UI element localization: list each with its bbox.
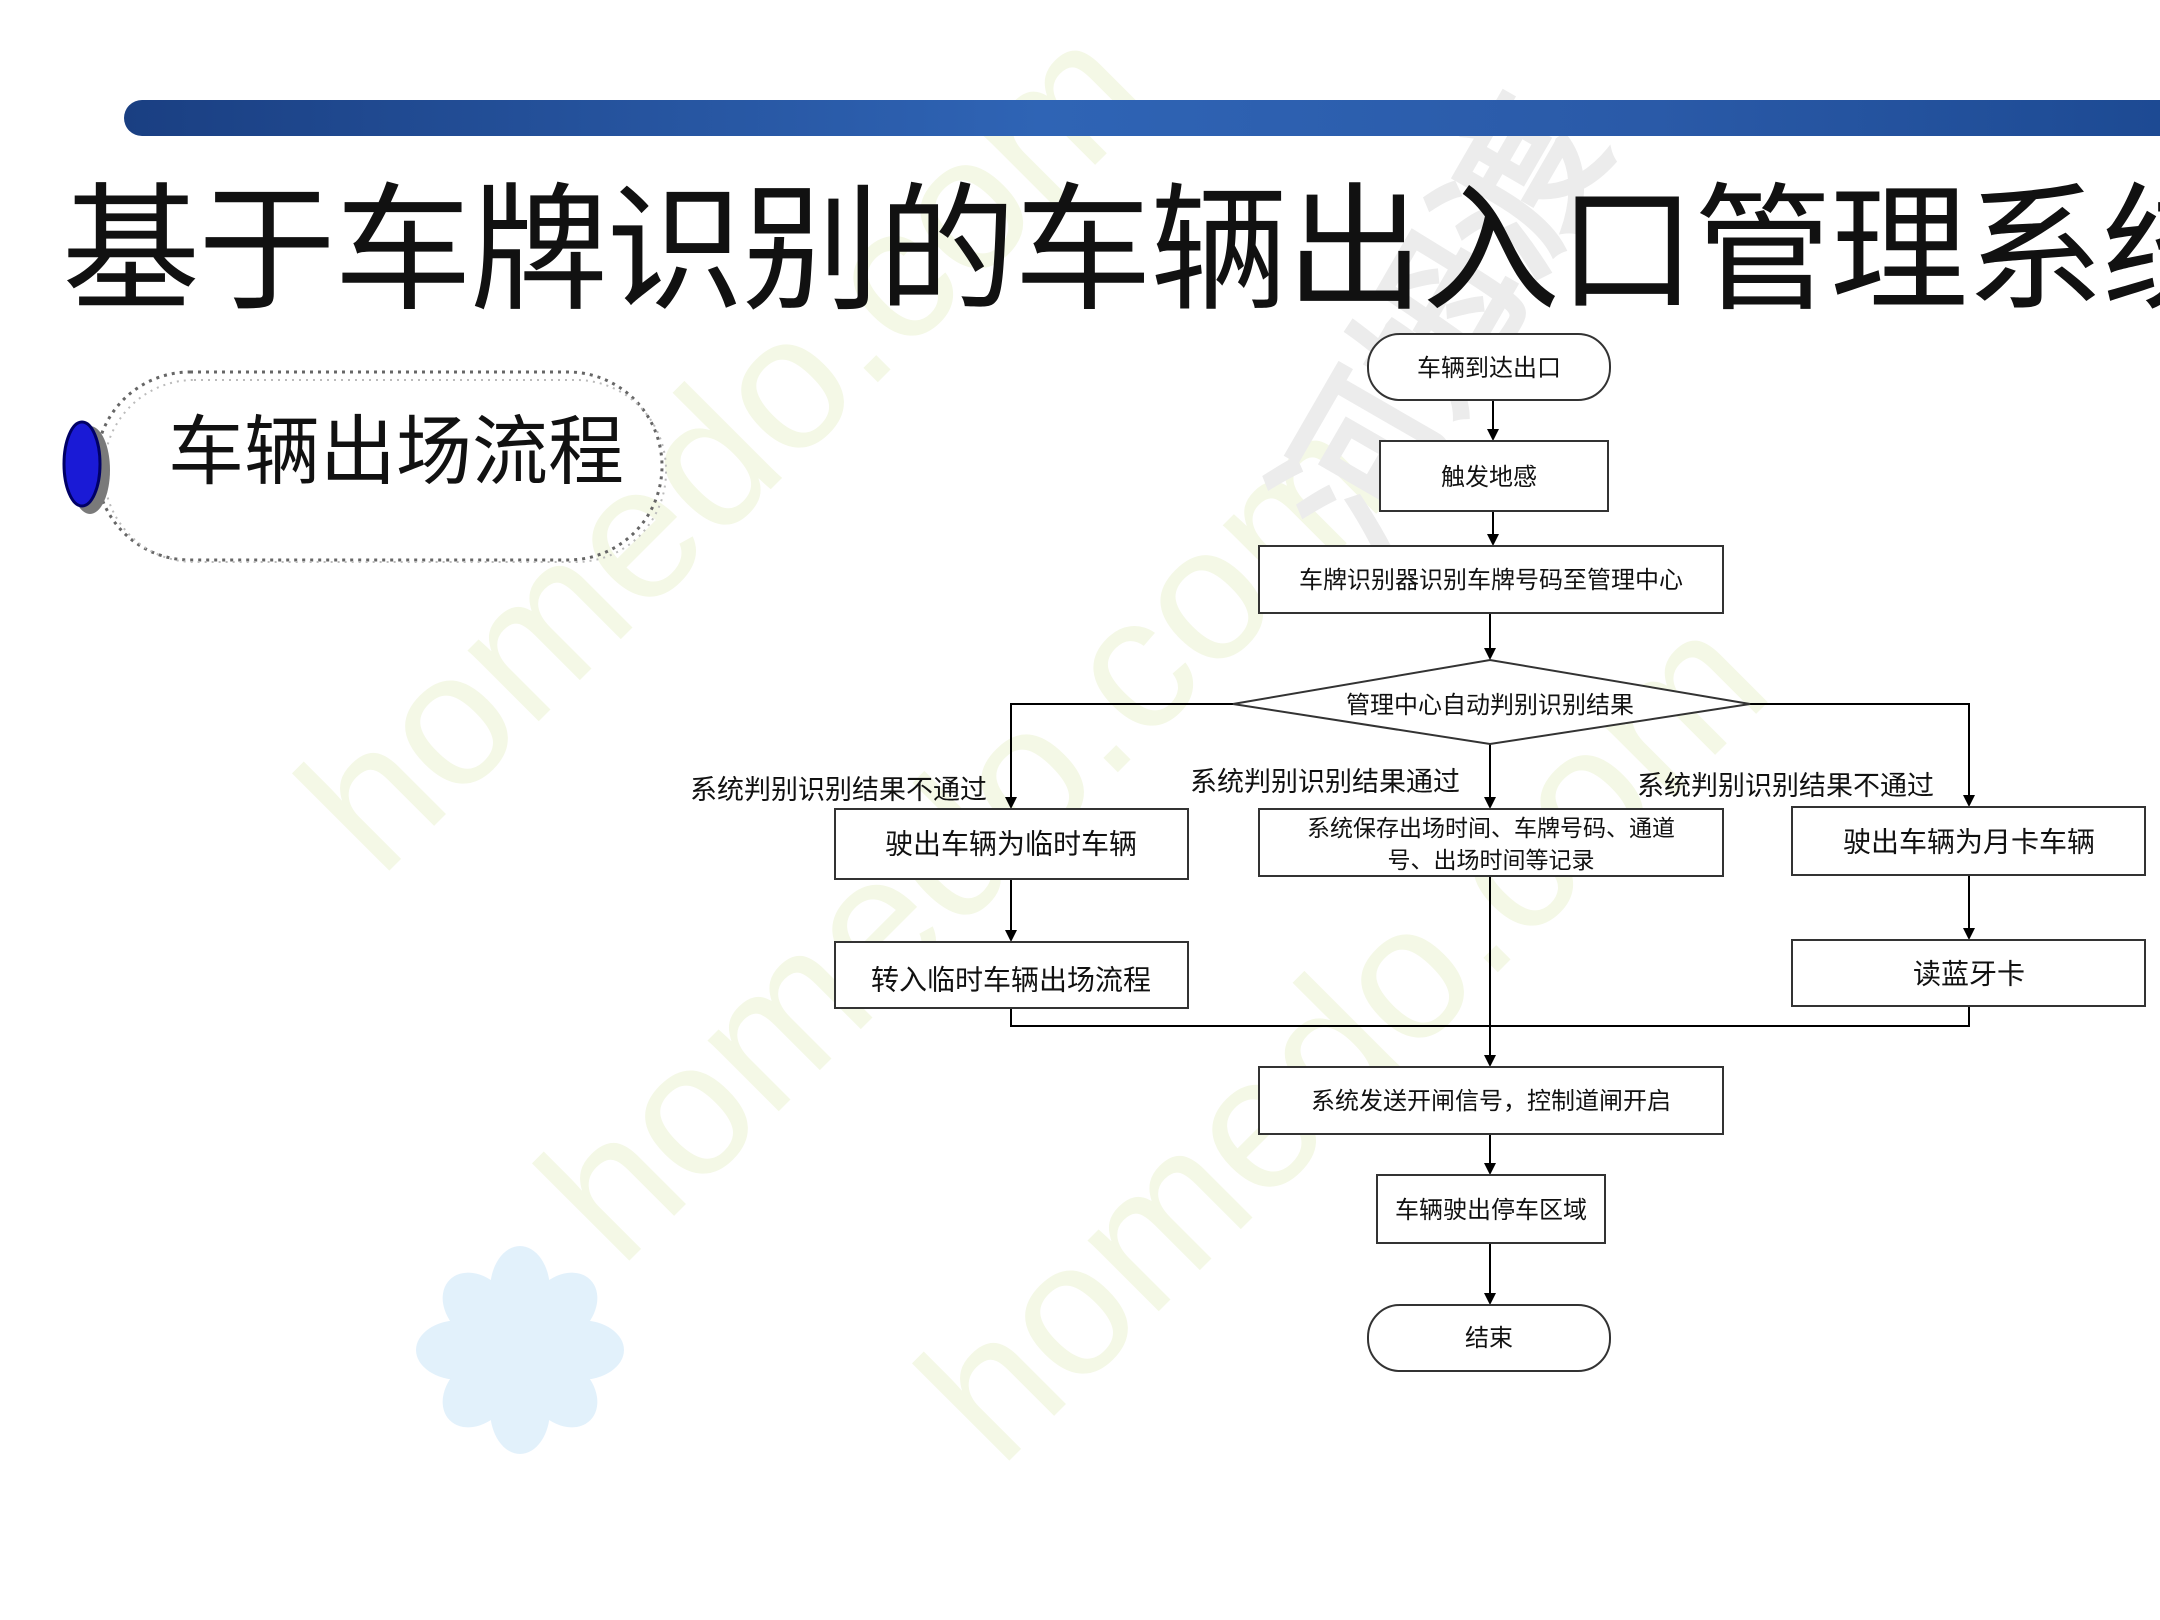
- flow-arrow: [1750, 703, 1975, 807]
- node-start: [1367, 333, 1611, 401]
- node-monthly-vehicle: [1791, 806, 2146, 876]
- node-open-gate-label: 系统发送开闸信号，控制道闸开启: [1311, 1087, 1671, 1115]
- section-badge: [62, 370, 667, 563]
- header-accent-bar: [124, 100, 2160, 136]
- node-monthly-vehicle-label: 驶出车辆为月卡车辆: [1843, 826, 2095, 859]
- flow-node-labels: 车辆到达出口 触发地感 车牌识别器识别车牌号码至管理中心 管理中心自动判别识别结…: [871, 354, 2095, 1352]
- flow-nodes: [834, 333, 2146, 1372]
- node-exit-area: [1376, 1174, 1606, 1244]
- section-badge-bullet-icon: [62, 420, 102, 508]
- flow-arrow: [1005, 703, 1233, 809]
- node-save-record-label: 号、出场时间等记录: [1388, 848, 1595, 874]
- node-decision-label: 管理中心自动判别识别结果: [1346, 691, 1634, 719]
- node-recognize-label: 车牌识别器识别车牌号码至管理中心: [1299, 566, 1683, 594]
- edge-label-left: 系统判别识别结果不通过: [690, 775, 987, 806]
- node-recognize: [1258, 545, 1724, 614]
- node-open-gate: [1258, 1066, 1724, 1135]
- node-temp-vehicle-label: 驶出车辆为临时车辆: [885, 828, 1137, 861]
- flow-edge-labels: 系统判别识别结果不通过 系统判别识别结果通过 系统判别识别结果不通过: [690, 767, 1934, 806]
- node-save-record: [1258, 808, 1724, 877]
- watermark-flower-icon: [416, 1246, 624, 1454]
- node-save-record-label: 系统保存出场时间、车牌号码、通道: [1307, 816, 1675, 842]
- section-label: 车辆出场流程: [168, 407, 624, 496]
- node-temp-vehicle: [834, 808, 1189, 880]
- edge-label-middle: 系统判别识别结果通过: [1190, 767, 1460, 798]
- node-trigger-label: 触发地感: [1441, 463, 1537, 491]
- node-temp-flow-label: 转入临时车辆出场流程: [871, 964, 1151, 997]
- node-exit-area-label: 车辆驶出停车区域: [1395, 1196, 1587, 1224]
- node-end: [1367, 1304, 1611, 1372]
- node-read-card-label: 读蓝牙卡: [1913, 958, 2025, 991]
- node-read-card: [1791, 939, 2146, 1007]
- node-trigger: [1379, 440, 1609, 512]
- node-decision: [1232, 658, 1751, 746]
- flow-connectors: [1005, 400, 1975, 1305]
- node-start-label: 车辆到达出口: [1417, 354, 1561, 382]
- node-end-label: 结束: [1465, 1324, 1513, 1352]
- node-temp-flow: [834, 941, 1189, 1009]
- slide-title: 基于车牌识别的车辆出入口管理系统: [62, 170, 2160, 331]
- edge-label-right: 系统判别识别结果不通过: [1637, 771, 1934, 802]
